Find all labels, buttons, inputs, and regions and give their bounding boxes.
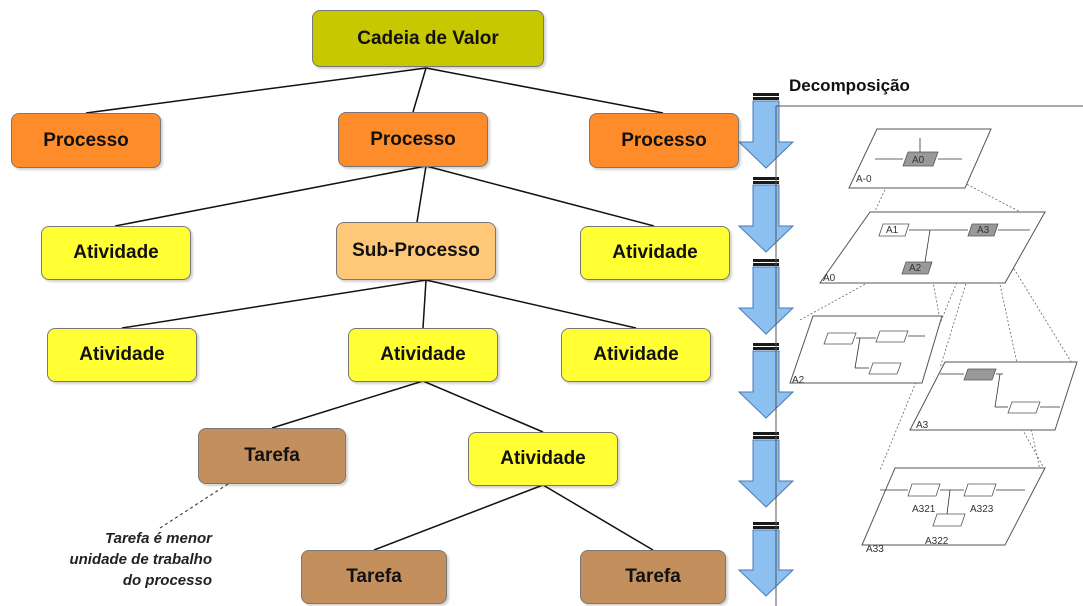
node-processo-center: Processo	[338, 112, 488, 167]
plane-a33-box-a321: A321	[912, 504, 936, 515]
tarefa-note-line: do processo	[122, 572, 212, 589]
down-arrow-icon	[737, 259, 795, 335]
note-pointer-line	[159, 483, 229, 529]
plane-a0: A1 A3 A2 A0	[819, 211, 1046, 284]
decomposition-panel: A0 A-0 A1 A3 A2 A0 A2	[775, 105, 1083, 606]
node-atividade-l4: Atividade	[468, 432, 618, 486]
node-atividade-l2-left: Atividade	[41, 226, 191, 280]
plane-a-0: A0 A-0	[848, 128, 992, 189]
plane-a33: A321 A322 A323 A33	[861, 467, 1046, 555]
plane-a-0-box-label: A0	[912, 155, 925, 166]
plane-a3: A3	[909, 361, 1078, 431]
node-atividade-l3-left: Atividade	[47, 328, 197, 382]
node-processo-right: Processo	[589, 113, 739, 168]
node-atividade-l3-right: Atividade	[561, 328, 711, 382]
plane-a33-label: A33	[866, 544, 884, 555]
plane-a0-box-a2: A2	[909, 263, 922, 274]
node-cadeia-de-valor: Cadeia de Valor	[312, 10, 544, 67]
down-arrow-icon	[737, 522, 795, 597]
plane-a-0-label: A-0	[856, 174, 872, 185]
decomposition-label: Decomposição	[789, 76, 910, 95]
node-atividade-l2-right: Atividade	[580, 226, 730, 280]
down-arrow-icon	[737, 93, 795, 169]
plane-a0-box-a3: A3	[977, 225, 990, 236]
plane-a33-box-a322: A322	[925, 536, 949, 547]
node-tarefa-l5-left: Tarefa	[301, 550, 447, 604]
down-arrow-icon	[737, 432, 795, 508]
node-atividade-l3-center: Atividade	[348, 328, 498, 382]
tarefa-note-line: Tarefa é menor	[105, 530, 212, 547]
node-processo-left: Processo	[11, 113, 161, 168]
decomposition-arrows	[737, 93, 795, 597]
plane-a2: A2	[789, 315, 943, 386]
node-tarefa-l4: Tarefa	[198, 428, 346, 484]
tarefa-note: Tarefa é menor unidade de trabalho do pr…	[18, 528, 212, 591]
plane-a0-label: A0	[823, 273, 836, 284]
plane-a3-label: A3	[916, 420, 929, 431]
plane-a33-box-a323: A323	[970, 504, 994, 515]
tarefa-note-line: unidade de trabalho	[69, 551, 212, 568]
down-arrow-icon	[737, 177, 795, 253]
plane-a2-label: A2	[792, 375, 805, 386]
node-sub-processo: Sub-Processo	[336, 222, 496, 280]
connector-lines	[85, 67, 664, 551]
node-tarefa-l5-right: Tarefa	[580, 550, 726, 604]
plane-a0-box-a1: A1	[886, 225, 899, 236]
down-arrow-icon	[737, 343, 795, 419]
